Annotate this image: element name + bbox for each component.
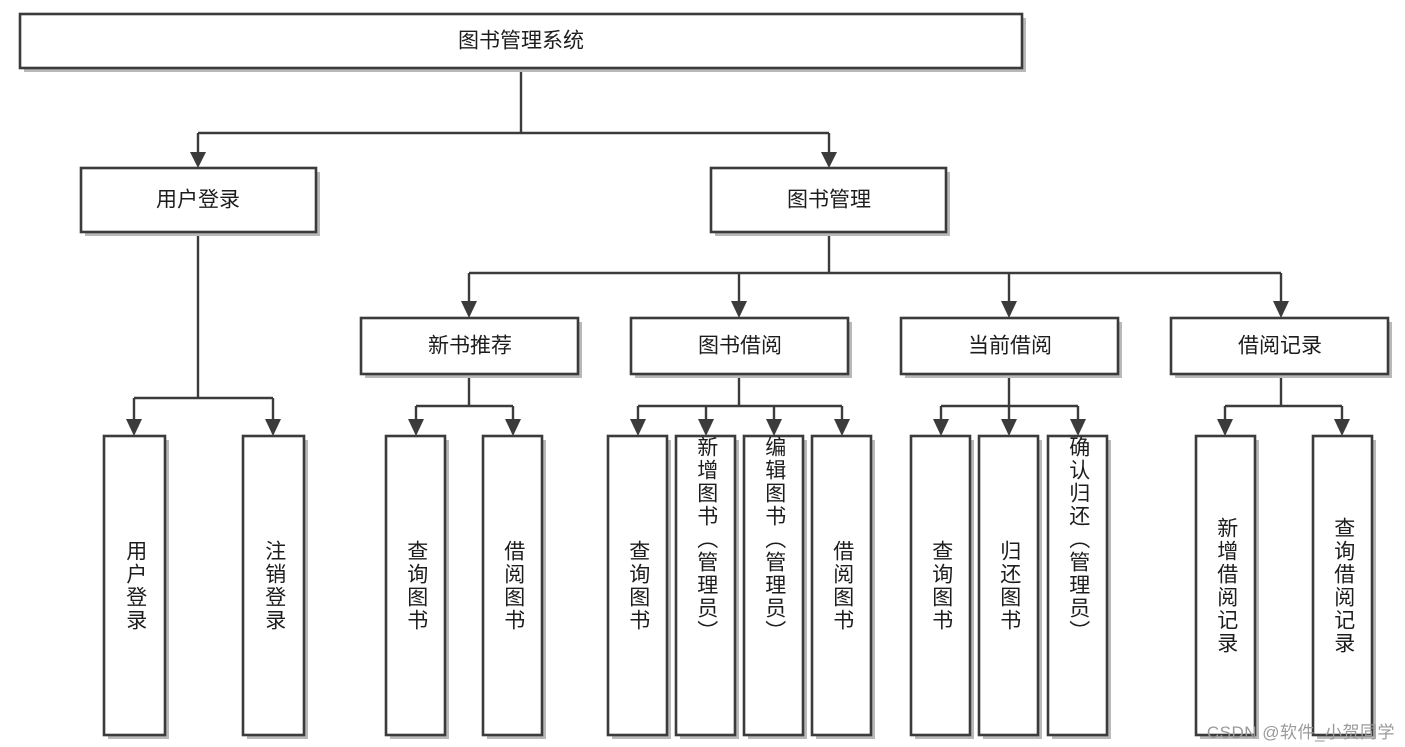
arrow-to-leaf-borrow-book-2: [834, 419, 850, 436]
node-book-management-label: 图书管理: [787, 189, 871, 212]
node-book-management[interactable]: 图书管理: [709, 166, 950, 236]
leaf-node-confirm-return[interactable]: [1046, 434, 1111, 739]
connector-userlogin-to-leaves: [132, 232, 275, 422]
leaf-node-query-book-1[interactable]: [384, 434, 449, 739]
leaf-query-book-1-box[interactable]: [384, 434, 447, 737]
arrow-to-leaf-query-book-2: [630, 419, 646, 436]
node-root[interactable]: 图书管理系统: [18, 12, 1026, 72]
connector-group: [126, 68, 1350, 436]
node-user-login-box[interactable]: [79, 166, 318, 234]
leaf-logout-box[interactable]: [241, 434, 306, 737]
node-user-login-label: 用户登录: [156, 189, 240, 212]
node-book-borrow[interactable]: 图书借阅: [629, 316, 852, 378]
leaf-node-query-book-2[interactable]: [606, 434, 671, 739]
arrow-to-current-borrow: [1001, 301, 1017, 318]
node-new-book-recommend-label: 新书推荐: [428, 335, 512, 358]
arrow-to-leaf-edit-book: [766, 419, 782, 436]
node-current-borrow-label: 当前借阅: [968, 335, 1052, 358]
connector-current-to-leaves: [939, 374, 1080, 422]
leaf-edit-book-box[interactable]: [742, 434, 805, 737]
arrow-to-leaf-confirm-return: [1070, 419, 1086, 436]
leaf-add-record-box[interactable]: [1194, 434, 1257, 737]
arrow-to-leaf-logout: [265, 419, 281, 436]
node-root-box[interactable]: [18, 12, 1024, 70]
arrow-to-leaf-query-book-1: [408, 419, 424, 436]
connector-borrow-to-leaves: [636, 374, 844, 422]
leaf-node-return-book[interactable]: [977, 434, 1042, 739]
node-user-login[interactable]: 用户登录: [79, 166, 320, 236]
arrow-to-book-borrow: [731, 301, 747, 318]
arrow-to-book-management: [821, 152, 837, 168]
connector-root-to-level2: [196, 68, 831, 155]
leaf-node-edit-book[interactable]: [742, 434, 807, 739]
node-new-book-recommend[interactable]: 新书推荐: [359, 316, 582, 378]
arrow-to-borrow-record: [1273, 301, 1289, 318]
leaf-add-book-box[interactable]: [674, 434, 737, 737]
leaf-borrow-book-2-box[interactable]: [810, 434, 873, 737]
leaf-node-query-book-3[interactable]: [909, 434, 974, 739]
leaf-query-book-3-box[interactable]: [909, 434, 972, 737]
leaf-confirm-return-box[interactable]: [1046, 434, 1109, 737]
leaf-node-borrow-book-2[interactable]: [810, 434, 875, 739]
arrow-to-leaf-add-book: [698, 419, 714, 436]
node-borrow-record-label: 借阅记录: [1238, 335, 1322, 358]
node-book-borrow-box[interactable]: [629, 316, 850, 376]
arrow-to-leaf-query-record: [1334, 419, 1350, 436]
connector-bookmgmt-to-level3: [467, 232, 1283, 304]
leaf-node-user-login[interactable]: [102, 434, 169, 739]
leaf-return-book-box[interactable]: [977, 434, 1040, 737]
leaf-node-logout[interactable]: [241, 434, 308, 739]
arrow-to-new-book-recommend: [461, 301, 477, 318]
connector-record-to-leaves: [1223, 374, 1344, 422]
leaf-user-login-box[interactable]: [102, 434, 167, 737]
leaf-node-query-record[interactable]: [1311, 434, 1376, 739]
node-book-borrow-label: 图书借阅: [698, 335, 782, 358]
leaf-query-book-2-box[interactable]: [606, 434, 669, 737]
arrow-to-leaf-add-record: [1217, 419, 1233, 436]
node-current-borrow[interactable]: 当前借阅: [899, 316, 1122, 378]
leaf-query-record-box[interactable]: [1311, 434, 1374, 737]
arrow-to-leaf-borrow-book-1: [505, 419, 521, 436]
node-new-book-recommend-box[interactable]: [359, 316, 580, 376]
node-current-borrow-box[interactable]: [899, 316, 1120, 376]
leaf-borrow-book-1-box[interactable]: [481, 434, 544, 737]
watermark-text: CSDN @软件_小贺同学: [1206, 723, 1395, 742]
leaf-node-add-record[interactable]: [1194, 434, 1259, 739]
arrow-to-leaf-user-login: [126, 419, 142, 436]
arrow-to-leaf-return-book: [1001, 419, 1017, 436]
leaf-node-borrow-book-1[interactable]: [481, 434, 546, 739]
connector-recommend-to-leaves: [414, 374, 515, 422]
arrow-to-user-login: [190, 152, 206, 168]
node-book-management-box[interactable]: [709, 166, 948, 234]
arrow-to-leaf-query-book-3: [933, 419, 949, 436]
node-borrow-record[interactable]: 借阅记录: [1169, 316, 1392, 378]
node-root-label: 图书管理系统: [458, 30, 584, 53]
leaf-node-add-book[interactable]: [674, 434, 739, 739]
node-borrow-record-box[interactable]: [1169, 316, 1390, 376]
